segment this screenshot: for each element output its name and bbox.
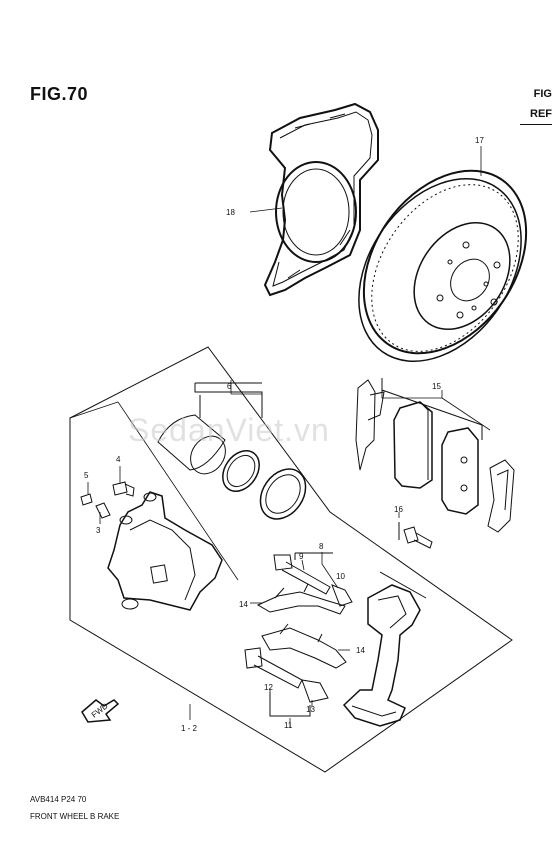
brake-disc-part <box>358 169 528 362</box>
fwd-arrow-icon <box>81 699 120 723</box>
caliper-body-part <box>107 491 223 611</box>
guide-pin-upper <box>273 552 353 607</box>
label-part-10: 10 <box>336 572 345 581</box>
label-part-8: 8 <box>319 542 324 551</box>
piston-seal-kit <box>157 382 307 520</box>
label-part-1-2: 1 - 2 <box>181 724 198 733</box>
label-part-13: 13 <box>306 705 315 714</box>
ref-underline <box>520 124 552 125</box>
label-part-12: 12 <box>264 683 273 692</box>
ref-figure-tab: FIG <box>533 88 552 100</box>
caliper-assembly-outline <box>69 346 513 773</box>
label-part-18: 18 <box>226 208 235 217</box>
bleeder-parts <box>80 481 135 519</box>
figure-title: FIG.70 <box>30 84 89 104</box>
caliper-bolt-part <box>398 522 433 549</box>
dust-shield-part <box>263 102 379 297</box>
label-part-14-upper: 14 <box>239 600 248 609</box>
label-part-16: 16 <box>394 505 403 514</box>
brake-pads-part <box>355 378 515 533</box>
label-part-15: 15 <box>432 382 441 391</box>
label-part-11: 11 <box>284 721 293 730</box>
diagram-code: AVB414 P24 70 <box>30 795 87 804</box>
anti-rattle-clip-lower <box>261 623 347 669</box>
label-part-4: 4 <box>116 455 121 464</box>
ref-tab: REF <box>530 108 552 120</box>
diagram-title: FRONT WHEEL B RAKE <box>30 812 120 821</box>
guide-pin-lower <box>244 647 329 717</box>
label-part-9: 9 <box>299 552 304 561</box>
label-part-14-lower: 14 <box>356 646 365 655</box>
caliper-support-bracket <box>342 571 427 727</box>
label-part-17: 17 <box>475 136 484 145</box>
watermark: SedanViet.vn <box>128 412 330 448</box>
label-part-5: 5 <box>84 471 89 480</box>
anti-rattle-clip-upper <box>256 583 346 615</box>
label-part-3: 3 <box>96 526 101 535</box>
label-part-6: 6 <box>227 382 232 391</box>
